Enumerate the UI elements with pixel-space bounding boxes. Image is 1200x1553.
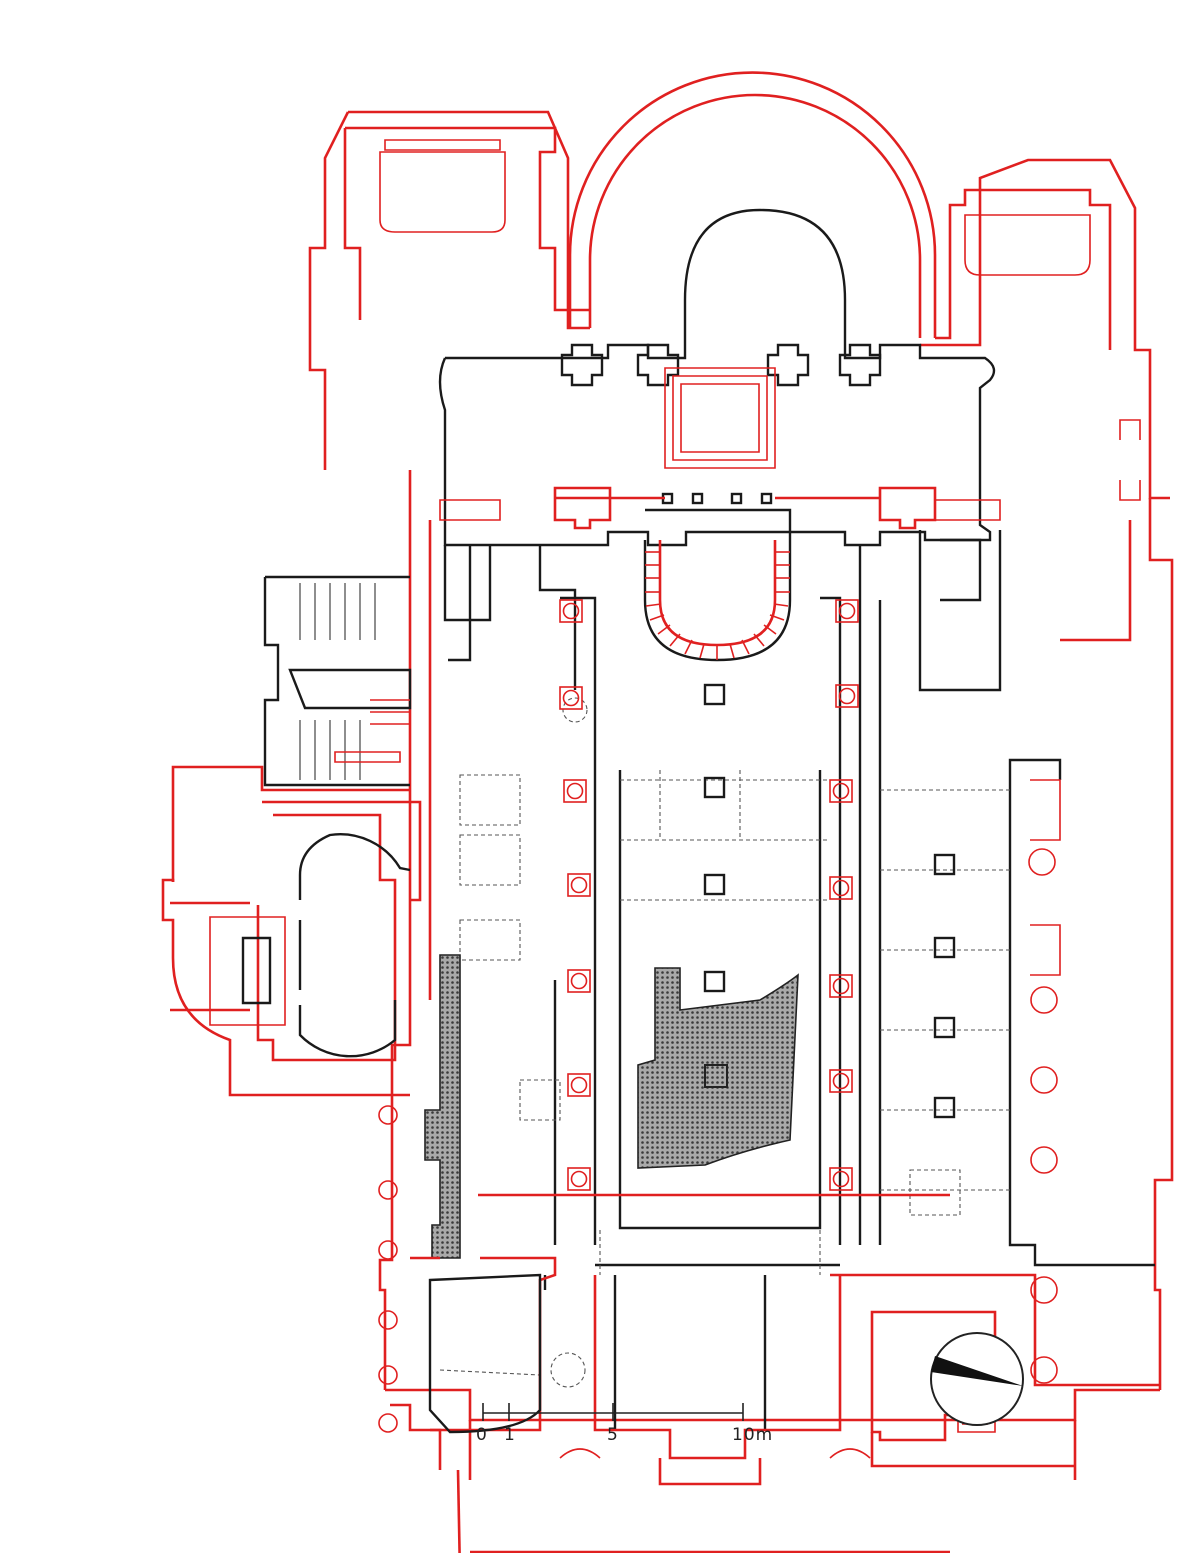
scale-label-1: 1 xyxy=(504,1425,515,1445)
scale-label-0: 0 xyxy=(476,1425,487,1445)
scale-label-5: 5 xyxy=(607,1425,618,1445)
left-buttresses xyxy=(378,1105,398,1433)
nave-walls xyxy=(443,530,1155,1430)
red-piers xyxy=(559,599,859,1191)
nave-piers xyxy=(703,683,956,1119)
forecourt xyxy=(430,1428,950,1553)
front-steps xyxy=(439,486,1001,662)
scale-label-10m: 10m xyxy=(732,1425,774,1445)
excavated-remains xyxy=(424,954,799,1259)
crypt-black xyxy=(438,208,996,547)
north-arrow-icon xyxy=(928,1330,1026,1428)
scale-bar: 0 1 5 10m xyxy=(470,1395,790,1455)
left-wing xyxy=(161,575,422,1097)
right-buttresses xyxy=(1028,779,1061,1384)
